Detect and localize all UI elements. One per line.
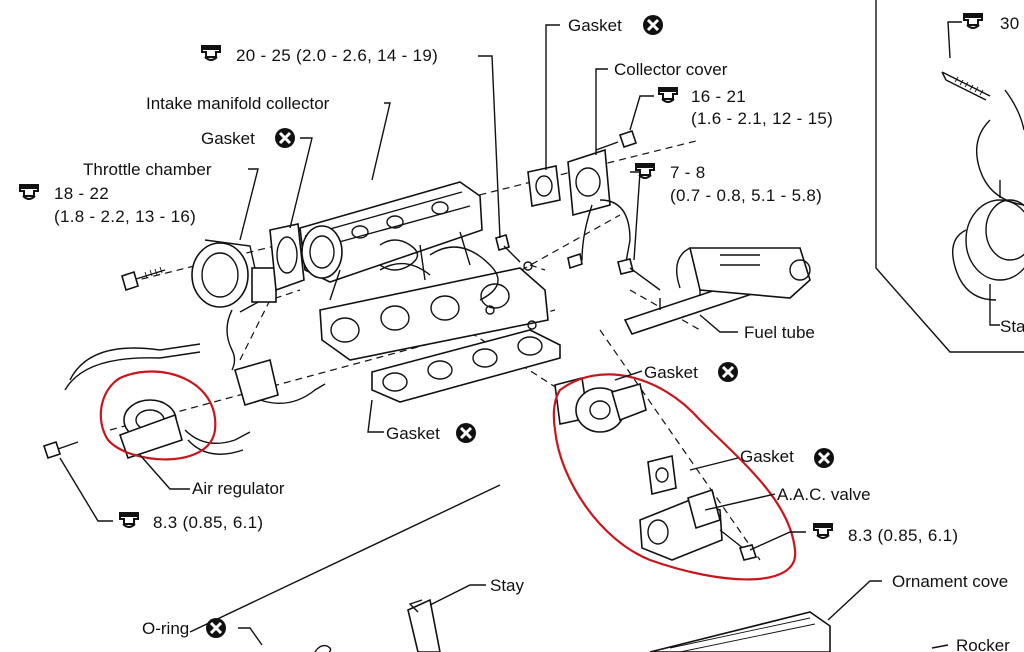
intake-manifold-collector-part	[299, 181, 483, 301]
gasket-label: Gasket	[740, 447, 794, 466]
rocker-label: Rocker	[956, 636, 1010, 652]
stay-label: Stay	[490, 576, 525, 595]
intake-manifold-part	[319, 246, 549, 361]
replace-mark-icon	[641, 13, 665, 37]
leader-lines	[59, 24, 949, 649]
replace-mark-icon	[204, 616, 228, 640]
inset-starter-part	[952, 89, 1024, 301]
throttle-bolt-part	[121, 266, 166, 292]
intake-manifold-collector-label: Intake manifold collector	[146, 94, 330, 113]
replace-mark-icon	[812, 446, 836, 470]
red-highlight-markings	[99, 370, 797, 581]
throttle-chamber-label: Throttle chamber	[83, 160, 212, 179]
air-regulator-highlight	[99, 370, 217, 461]
air-regulator-bolt-part	[42, 440, 79, 460]
collector-cover-label: Collector cover	[614, 60, 728, 79]
torque-8-3-left: 8.3 (0.85, 6.1)	[153, 513, 263, 532]
ornament-cover-part	[649, 611, 831, 652]
torque-wrench-icon	[658, 87, 678, 103]
collector-gasket-part	[527, 165, 561, 207]
torque-8-3-right: 8.3 (0.85, 6.1)	[848, 526, 958, 545]
inset-bolt	[941, 71, 991, 101]
throttle-chamber-part	[191, 239, 277, 371]
replace-mark-icon	[273, 126, 297, 150]
air-regulator-part	[64, 343, 326, 460]
ornament-cover-label: Ornament cove	[892, 572, 1008, 591]
manifold-gasket-part	[371, 329, 561, 403]
torque-7-8-detail: (0.7 - 0.8, 5.1 - 5.8)	[670, 186, 822, 205]
torque-18-22: 18 - 22	[54, 184, 109, 203]
manifold-bolt-part	[495, 233, 533, 271]
torque-16-21-detail: (1.6 - 2.1, 12 - 15)	[691, 109, 833, 128]
torque-wrench-icon	[963, 13, 983, 29]
aac-valve-part	[554, 377, 758, 561]
inset-panel: 30 Sta	[875, 0, 1024, 353]
throttle-gasket-part	[269, 223, 305, 292]
fuel-tube-label: Fuel tube	[744, 323, 815, 342]
collector-cover-part	[567, 148, 631, 270]
torque-wrench-icon	[635, 163, 655, 179]
torque-20-25: 20 - 25 (2.0 - 2.6, 14 - 19)	[236, 46, 438, 65]
fuel-tube-part	[623, 247, 811, 335]
fuel-tube-bolt-part	[617, 258, 661, 291]
gasket-label: Gasket	[201, 129, 255, 148]
air-regulator-label: Air regulator	[192, 479, 285, 498]
aac-valve-label: A.A.C. valve	[777, 485, 871, 504]
torque-30-inset: 30	[1000, 14, 1020, 33]
gasket-label: Gasket	[568, 16, 622, 35]
torque-18-22-detail: (1.8 - 2.2, 13 - 16)	[54, 207, 196, 226]
gasket-label: Gasket	[386, 424, 440, 443]
torque-wrench-icon	[813, 523, 833, 539]
o-ring-label: O-ring	[142, 619, 189, 638]
torque-wrench-icon	[19, 184, 39, 200]
torque-16-21: 16 - 21	[691, 87, 746, 106]
aac-valve-highlight	[552, 373, 797, 581]
inset-sta-label: Sta	[1000, 317, 1024, 336]
replace-mark-icon	[454, 421, 478, 445]
o-ring-part	[314, 644, 332, 652]
collector-bolt-part	[595, 129, 638, 151]
torque-wrench-icon	[201, 45, 221, 61]
torque-7-8: 7 - 8	[670, 163, 706, 182]
replace-mark-icon	[716, 360, 740, 384]
gasket-label: Gasket	[644, 363, 698, 382]
torque-wrench-icon	[119, 512, 139, 528]
stay-part	[407, 598, 441, 652]
